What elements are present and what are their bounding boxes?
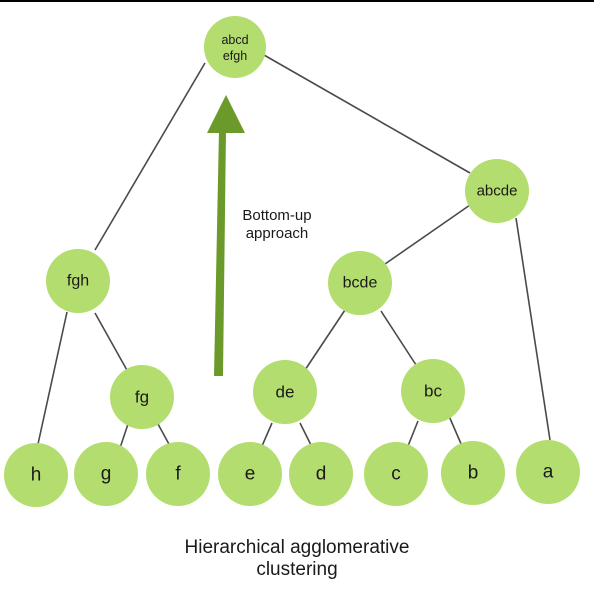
edge-de-e xyxy=(261,422,273,447)
node-abcde-label: abcde xyxy=(477,183,518,200)
caption-line1: Hierarchical agglomerative xyxy=(184,537,410,558)
arrow-label-line1: Bottom-up xyxy=(242,207,312,224)
node-bcde: bcde xyxy=(328,251,392,315)
node-e-label: e xyxy=(245,464,256,485)
node-de: de xyxy=(253,360,317,424)
tree-nodes: abcd efgh abcde fgh bcde fg de bc xyxy=(4,16,580,507)
edge-bcde-de xyxy=(304,309,346,371)
node-e: e xyxy=(218,442,282,506)
edge-abcde-bcde xyxy=(384,204,471,265)
node-bc: bc xyxy=(401,359,465,423)
node-g-label: g xyxy=(101,464,112,485)
edge-abcde-a xyxy=(515,217,551,441)
node-h: h xyxy=(4,443,68,507)
node-a: a xyxy=(516,440,580,504)
node-root-label-line2: efgh xyxy=(223,49,247,63)
node-d-label: d xyxy=(316,464,327,485)
node-b-label: b xyxy=(468,463,479,484)
tree-edges xyxy=(37,54,551,449)
node-abcde: abcde xyxy=(465,159,529,223)
node-b: b xyxy=(441,441,505,505)
caption-line2: clustering xyxy=(256,559,338,580)
node-fg-label: fg xyxy=(135,388,149,407)
node-fgh-label: fgh xyxy=(67,273,89,290)
edge-fg-g xyxy=(119,423,129,449)
edge-de-d xyxy=(299,422,313,448)
node-root: abcd efgh xyxy=(204,16,266,78)
edge-fgh-fg xyxy=(94,312,129,373)
node-a-label: a xyxy=(543,462,554,483)
top-border xyxy=(0,0,594,2)
edge-fg-f xyxy=(157,423,171,447)
edge-bc-c xyxy=(407,420,419,447)
arrow-label: Bottom-up approach xyxy=(217,207,337,243)
diagram-caption: Hierarchical agglomerative clustering xyxy=(0,537,594,581)
node-f-label: f xyxy=(175,464,181,485)
edge-root-fgh xyxy=(94,62,206,251)
node-f: f xyxy=(146,442,210,506)
edge-bc-b xyxy=(448,415,463,447)
node-g: g xyxy=(74,442,138,506)
node-fg: fg xyxy=(110,365,174,429)
node-h-label: h xyxy=(31,465,42,486)
node-c: c xyxy=(364,442,428,506)
node-bcde-label: bcde xyxy=(343,275,378,292)
node-root-label-line1: abcd xyxy=(221,33,248,47)
node-bc-label: bc xyxy=(424,382,442,401)
arrow-label-line2: approach xyxy=(245,225,309,242)
edge-root-abcde xyxy=(263,54,471,174)
node-de-label: de xyxy=(276,383,295,402)
edge-fgh-h xyxy=(37,311,68,445)
node-d: d xyxy=(289,442,353,506)
bottom-up-arrow-icon xyxy=(207,95,245,376)
node-c-label: c xyxy=(391,464,401,485)
edge-bcde-bc xyxy=(380,310,419,369)
node-fgh: fgh xyxy=(46,249,110,313)
